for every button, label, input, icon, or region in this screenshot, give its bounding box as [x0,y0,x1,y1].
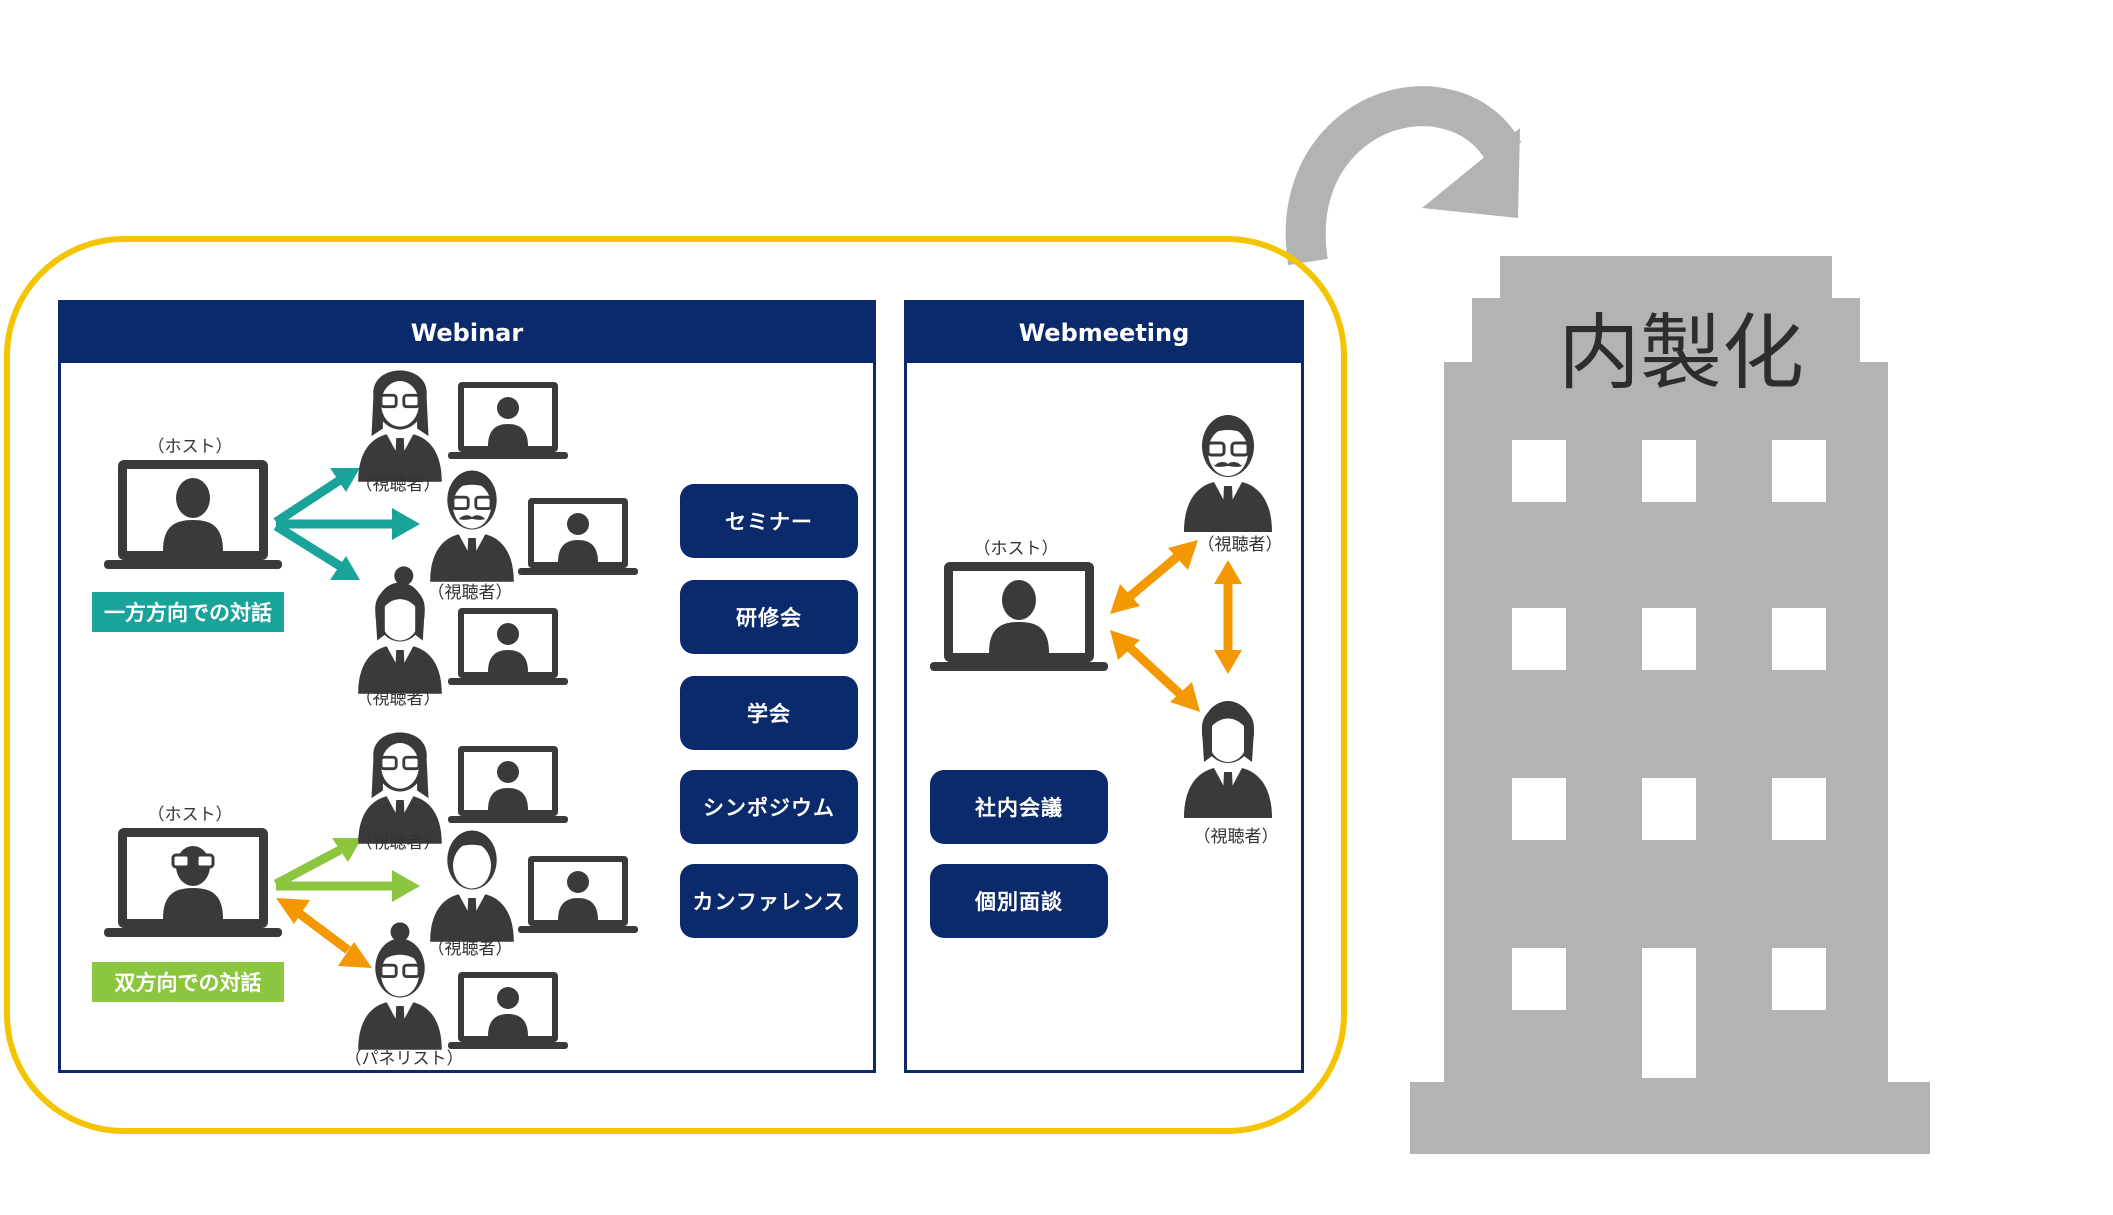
building-graphic [1410,256,1930,1154]
host-label: （ホスト） [973,539,1059,559]
viewer-label: （視聴者） [355,475,441,495]
two-way-tag: 双方向での対話 [92,962,284,1002]
internal-meeting-button[interactable]: 社内会議 [930,770,1108,844]
grouping-frame [4,236,1347,1134]
viewer-label: （視聴者） [1193,827,1279,847]
viewer-label: （視聴者） [355,833,441,853]
panelist-label: （パネリスト） [344,1049,464,1069]
training-button[interactable]: 研修会 [680,580,858,654]
viewer-label: （視聴者） [355,689,441,709]
webmeeting-title: Webmeeting [907,303,1301,363]
seminar-button[interactable]: セミナー [680,484,858,558]
host-label: （ホスト） [147,805,233,825]
individual-interview-button[interactable]: 個別面談 [930,864,1108,938]
one-way-tag: 一方方向での対話 [92,592,284,632]
viewer-label: （視聴者） [427,939,513,959]
symposium-button[interactable]: シンポジウム [680,770,858,844]
webmeeting-panel: Webmeeting [904,300,1304,1073]
host-label: （ホスト） [147,437,233,457]
webinar-title: Webinar [61,303,873,363]
academic-conference-button[interactable]: 学会 [680,676,858,750]
insourcing-title: 内製化 [1558,306,1805,401]
viewer-label: （視聴者） [427,583,513,603]
viewer-label: （視聴者） [1197,535,1283,555]
conference-button[interactable]: カンファレンス [680,864,858,938]
